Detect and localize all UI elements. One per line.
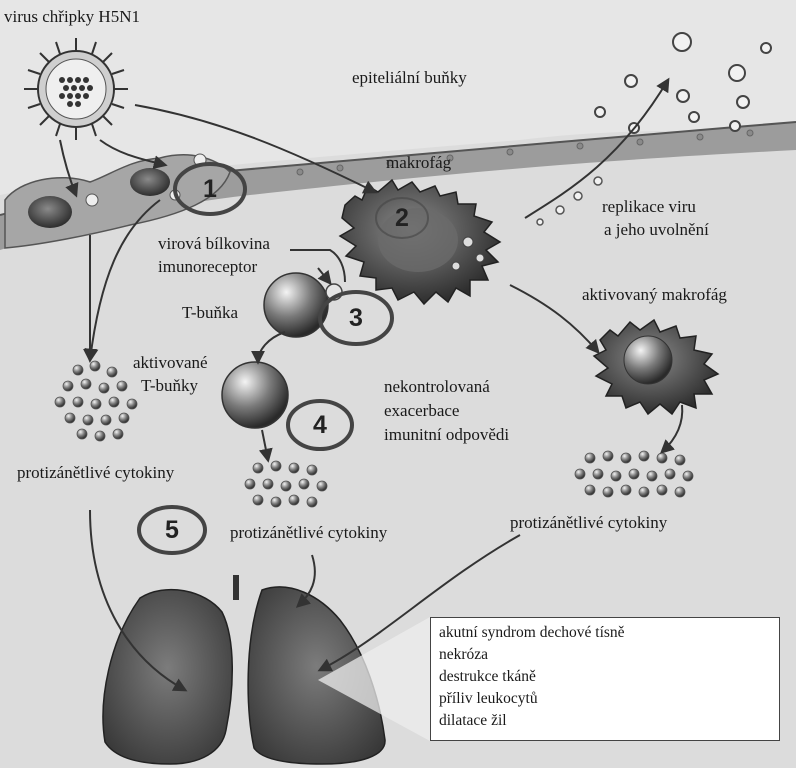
epithelial-cells-label: epiteliální buňky <box>352 68 467 87</box>
cytokines-left-cluster <box>54 360 138 442</box>
cytokines-center-cluster <box>244 460 328 508</box>
cytokines-right-label: protizánětlivé cytokiny <box>510 513 668 532</box>
infected-epithelial-cells <box>4 153 231 249</box>
virus-label: virus chřipky H5N1 <box>4 7 140 26</box>
replicating-viruses <box>536 176 603 226</box>
effect-item-necrosis: nekróza <box>439 646 489 663</box>
effect-item-ards: akutní syndrom dechové tísně <box>439 624 625 641</box>
step-1-number: 1 <box>203 175 217 203</box>
step-3-number: 3 <box>349 304 363 332</box>
effect-item-vein-dilation: dilatace žil <box>439 712 507 729</box>
effect-item-tissue-destruction: destrukce tkáně <box>439 668 536 685</box>
replication-label-line1: replikace viru <box>602 197 696 216</box>
step-rings <box>137 162 429 555</box>
activated-macrophage <box>592 318 720 416</box>
t-cell-label: T-buňka <box>182 303 239 322</box>
epithelial-cell-dots <box>296 129 754 176</box>
activated-macrophage-label: aktivovaný makrofág <box>582 285 727 304</box>
viral-protein-label: virová bílkovina <box>158 234 270 253</box>
cytokines-center-label: protizánětlivé cytokiny <box>230 523 388 542</box>
immunoreceptor-label: imunoreceptor <box>158 257 258 276</box>
replication-label-line2: a jeho uvolnění <box>604 220 709 239</box>
cytokines-right-cluster <box>574 450 694 498</box>
cytokines-left-label: protizánětlivé cytokiny <box>17 463 175 482</box>
effect-item-leukocyte-influx: příliv leukocytů <box>439 690 538 707</box>
step-4-number: 4 <box>313 411 327 439</box>
activated-t-cell <box>221 361 289 429</box>
h5n1-virus <box>24 38 128 140</box>
macrophage-label: makrofág <box>386 153 452 172</box>
pathway-arrows <box>59 77 684 692</box>
step-5-number: 5 <box>165 516 179 544</box>
activated-t-cells-label-line1: aktivované <box>133 353 208 372</box>
uncontrolled-label-line1: nekontrolovaná <box>384 377 490 396</box>
macrophage <box>338 178 502 306</box>
lungs <box>102 575 386 765</box>
upper-space <box>0 0 796 195</box>
effects-box: akutní syndrom dechové tísně nekróza des… <box>430 617 780 741</box>
epithelial-layer <box>0 122 796 250</box>
step-2-number: 2 <box>395 204 409 232</box>
uncontrolled-label-line3: imunitní odpovědi <box>384 425 510 444</box>
released-viruses <box>594 32 772 134</box>
activated-t-cells-label-line2: T-buňky <box>141 376 198 395</box>
right-lung <box>247 586 386 765</box>
uncontrolled-label-line2: exacerbace <box>384 401 460 420</box>
callout-wedge <box>318 617 430 741</box>
left-lung <box>102 588 233 765</box>
